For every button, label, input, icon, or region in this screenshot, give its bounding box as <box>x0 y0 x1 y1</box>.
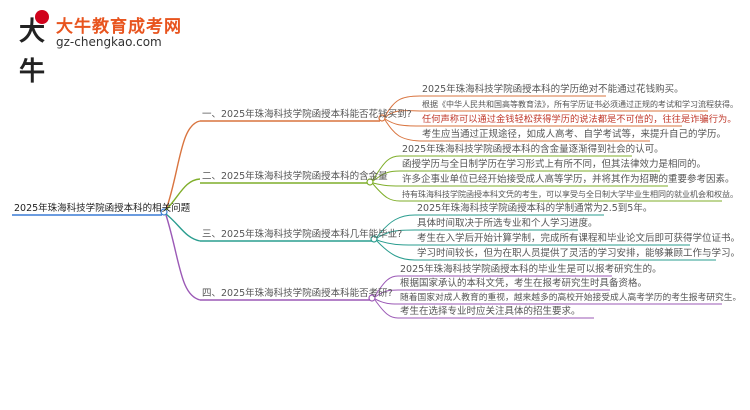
logo-url: gz-chengkao.com <box>56 35 162 49</box>
branch-1-leaf-2: 根据《中华人民共和国高等教育法》，所有学历证书必须通过正规的考试和学习流程获得。 <box>422 100 738 109</box>
logo-title: 大牛教育成考网 <box>56 17 182 37</box>
mindmap-root: 2025年珠海科技学院函授本科的相关问题 <box>14 203 191 214</box>
branch-2-leaf-2: 函授学历与全日制学历在学习形式上有所不同，但其法律效力是相同的。 <box>402 159 707 170</box>
branch-4-leaf-4: 考生在选择专业时应关注具体的招生要求。 <box>400 306 581 317</box>
branch-4-label: 四、2025年珠海科技学院函授本科能否考研? <box>202 288 393 299</box>
branch-1-dot <box>378 114 386 122</box>
branch-2-curve <box>165 178 201 211</box>
branch-3-curve <box>165 213 201 242</box>
branch-1-label: 一、2025年珠海科技学院函授本科能否花钱买到? <box>202 109 412 120</box>
branch-3-label: 三、2025年珠海科技学院函授本科几年能毕业? <box>202 229 403 240</box>
branch-1-leaf-3: 任何声称可以通过金钱轻松获得学历的说法都是不可信的，往往是诈骗行为。 <box>422 114 737 125</box>
branch-2-dot <box>366 178 374 186</box>
branch-3-leaf-3: 考生在入学后开始计算学制，完成所有课程和毕业论文后即可获得学位证书。 <box>417 233 741 244</box>
branch-1-leaf-1: 2025年珠海科技学院函授本科的学历绝对不能通过花钱购买。 <box>422 84 684 95</box>
branch-4-leaf-1: 2025年珠海科技学院函授本科的毕业生是可以报考研究生的。 <box>400 264 662 275</box>
branch-2-label: 二、2025年珠海科技学院函授本科的含金量 <box>202 171 388 182</box>
branch-2-leaf-4: 持有珠海科技学院函授本科文凭的考生，可以享受与全日制大学毕业生相同的就业机会和权… <box>402 190 738 199</box>
logo-badge-icon <box>35 10 49 24</box>
branch-3-leaf-2: 具体时间取决于所选专业和个人学习进度。 <box>417 218 598 229</box>
logo-mark: 大牛 <box>18 17 45 87</box>
branch-3-leaf-4: 学习时间较长，但为在职人员提供了灵活的学习安排，能够兼顾工作与学习。 <box>417 248 741 259</box>
branch-4-leaf-2: 根据国家承认的本科文凭，考生在报考研究生时具备资格。 <box>400 278 648 289</box>
branch-1-curve <box>165 120 201 211</box>
site-logo[interactable]: 大牛 大牛教育成考网 gz-chengkao.com <box>12 10 212 87</box>
branch-1-leaf-4: 考生应当通过正规途径，如成人高考、自学考试等，来提升自己的学历。 <box>422 129 727 140</box>
branch-2-leaf-1: 2025年珠海科技学院函授本科的含金量逐渐得到社会的认可。 <box>402 144 664 155</box>
branch-4-curve <box>165 214 201 301</box>
branch-3-leaf-1: 2025年珠海科技学院函授本科的学制通常为2.5到5年。 <box>417 203 653 214</box>
branch-4-dot <box>368 294 376 302</box>
branch-3-dot <box>370 235 378 243</box>
branch-2-leaf-3: 许多企事业单位已经开始接受成人高等学历，并将其作为招聘的重要参考因素。 <box>402 174 735 185</box>
root-node-dot <box>160 208 168 216</box>
branch-4-leaf-3: 随着国家对成人教育的重视，越来越多的高校开始接受成人高考学历的考生报考研究生。 <box>400 293 742 303</box>
